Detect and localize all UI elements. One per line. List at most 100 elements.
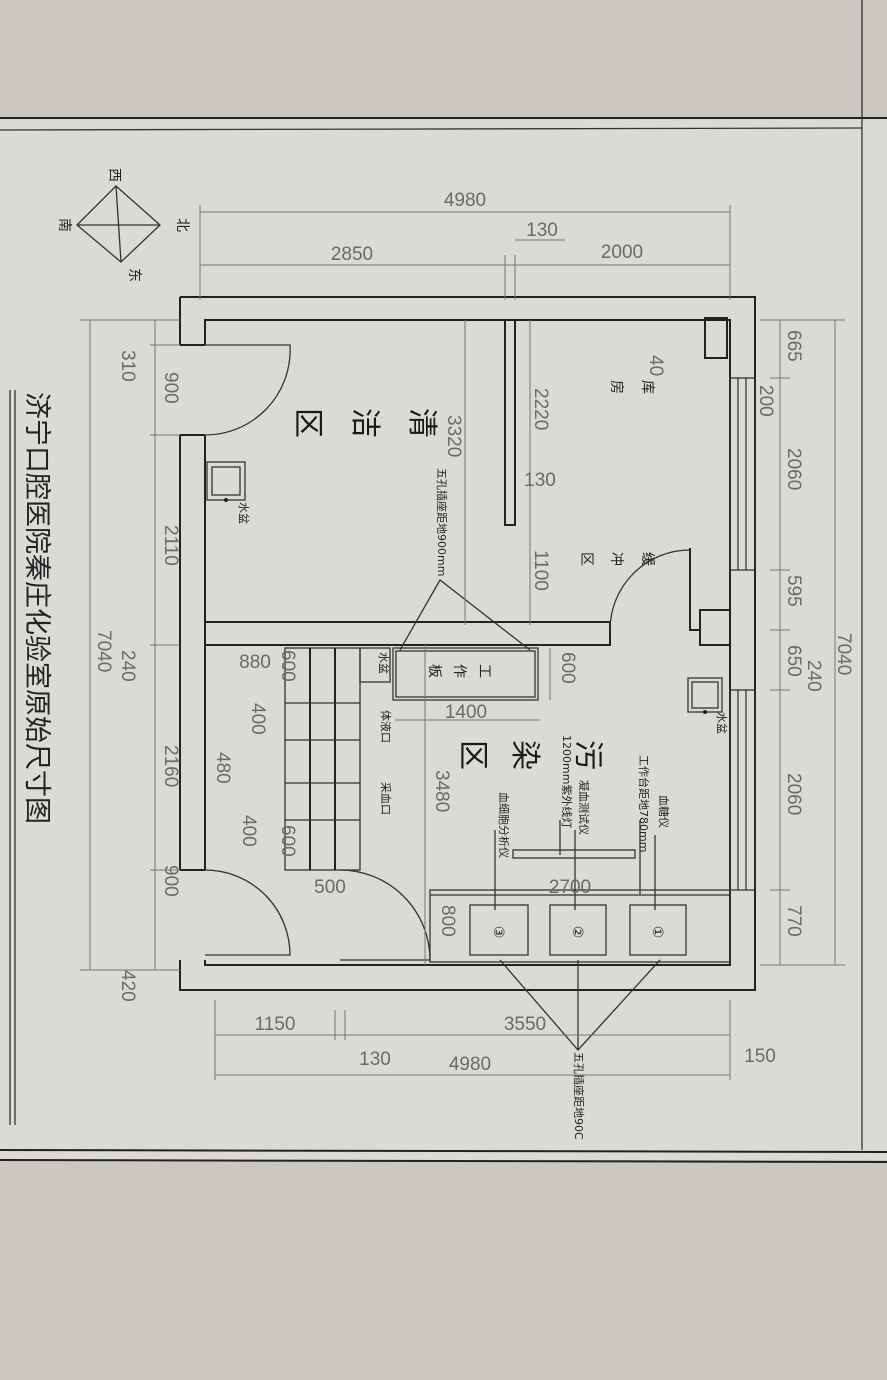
dimensions-bottom: 1150 3550 130 4980 150 [255, 1014, 776, 1075]
svg-text:缓: 缓 [639, 552, 655, 566]
dimensions-top: 4980 2850 130 2000 [331, 190, 643, 265]
svg-text:染: 染 [507, 740, 542, 770]
uv-lamp-label: 1200mm紫外线灯 [560, 735, 574, 828]
zone-buffer-label: 缓 冲 区 [578, 552, 655, 566]
svg-text:1100: 1100 [530, 550, 551, 591]
svg-text:2110: 2110 [160, 525, 181, 566]
walls [179, 296, 756, 991]
compass-east: 东 [126, 268, 142, 282]
device-1: ① [649, 926, 665, 939]
svg-text:7040: 7040 [833, 633, 854, 675]
svg-text:1400: 1400 [445, 702, 487, 723]
compass-south: 南 [56, 218, 72, 232]
svg-text:200: 200 [755, 385, 776, 417]
svg-text:400: 400 [238, 815, 259, 847]
svg-text:900: 900 [160, 372, 181, 404]
svg-text:665: 665 [783, 330, 804, 362]
device-3: ③ [490, 926, 506, 939]
svg-text:冲: 冲 [608, 552, 624, 566]
dimensions-right: 665 200 2060 595 240 650 7040 2060 770 [755, 330, 854, 937]
window-north [729, 377, 756, 571]
socket-note-900: 五孔插座距地900mm [435, 468, 449, 576]
svg-text:4980: 4980 [444, 190, 486, 211]
svg-text:600: 600 [277, 825, 298, 857]
svg-text:2060: 2060 [783, 448, 804, 490]
svg-text:480: 480 [212, 752, 233, 784]
door-clean-zone [204, 344, 291, 436]
svg-text:420: 420 [117, 970, 138, 1002]
frame-line [0, 1159, 887, 1163]
sink-clean-zone: 水盆 [206, 461, 251, 524]
svg-text:区: 区 [455, 740, 490, 770]
svg-text:2700: 2700 [549, 877, 591, 898]
body-fluid-port-label: 体液口 [379, 710, 393, 743]
title-block: 济宁口腔医院秦庄化验室原始尺寸图 [9, 390, 52, 1125]
blood-cell-analyzer-label: 血细胞分析仪 [497, 792, 511, 858]
svg-text:240: 240 [117, 650, 138, 682]
frame-line [0, 127, 863, 131]
svg-text:150: 150 [744, 1046, 776, 1067]
socket-note-bottom: 五孔插座距地90C [572, 1052, 586, 1140]
compass-west: 西 [106, 168, 122, 182]
svg-text:2220: 2220 [530, 388, 551, 430]
svg-text:清: 清 [404, 408, 439, 438]
coagulation-tester-label: 凝血测试仪 [577, 780, 591, 835]
svg-text:1150: 1150 [255, 1014, 296, 1035]
sink-dirty-zone: 水盆 [687, 677, 729, 734]
svg-text:650: 650 [783, 645, 804, 677]
window-south [729, 689, 756, 891]
svg-text:600: 600 [277, 650, 298, 682]
bench-height-label: 工作台距地780mm [637, 755, 651, 852]
dimension-lines [80, 205, 845, 1080]
svg-text:130: 130 [359, 1049, 391, 1070]
svg-text:水盆: 水盆 [237, 502, 251, 524]
svg-text:500: 500 [314, 877, 346, 898]
svg-text:800: 800 [437, 905, 458, 937]
svg-text:水盆: 水盆 [715, 712, 729, 734]
svg-text:区: 区 [578, 552, 594, 566]
svg-text:310: 310 [117, 350, 138, 382]
svg-text:污: 污 [570, 740, 605, 770]
door-buffer-zone [609, 549, 691, 631]
shelving-unit [284, 647, 361, 871]
dimensions-interior: 3320 2220 130 1100 40 600 1400 3480 2700… [212, 355, 666, 937]
svg-text:3480: 3480 [431, 770, 452, 812]
blood-collection-port-label: 采血口 [379, 782, 393, 815]
svg-text:900: 900 [160, 865, 181, 897]
svg-text:3550: 3550 [504, 1014, 546, 1035]
compass-north: 北 [174, 218, 190, 232]
dimensions-left: 310 900 2110 7040 240 2160 900 420 [93, 350, 181, 1002]
svg-text:600: 600 [557, 652, 578, 684]
svg-text:130: 130 [526, 220, 558, 241]
svg-text:工: 工 [476, 664, 492, 678]
svg-text:770: 770 [783, 905, 804, 937]
svg-text:7040: 7040 [93, 630, 114, 672]
svg-text:240: 240 [803, 660, 824, 692]
paper-sheet [0, 118, 887, 1160]
svg-text:板: 板 [426, 664, 442, 678]
svg-text:水盆: 水盆 [377, 652, 391, 674]
drawing-title: 济宁口腔医院秦庄化验室原始尺寸图 [21, 392, 52, 824]
door-pass [339, 869, 431, 961]
svg-text:库: 库 [639, 380, 655, 394]
device-2: ② [569, 926, 585, 939]
zone-storage-label: 库 房 [608, 380, 655, 394]
svg-text:房: 房 [608, 380, 624, 394]
sink-small: 水盆 [359, 647, 391, 683]
svg-text:2060: 2060 [783, 773, 804, 815]
compass-icon: 西 北 南 东 [56, 168, 190, 282]
work-board: 工 作 板 [392, 647, 539, 701]
frame-line [0, 1149, 887, 1153]
glucose-meter-label: 血糖仪 [657, 795, 671, 828]
uv-lamp [512, 849, 636, 859]
svg-text:595: 595 [783, 575, 804, 607]
svg-text:作: 作 [451, 664, 467, 678]
svg-text:区: 区 [290, 408, 325, 438]
svg-text:3320: 3320 [443, 415, 464, 457]
svg-text:880: 880 [239, 652, 271, 673]
zone-clean-label: 清 洁 区 [290, 408, 439, 438]
door-dirty-zone [204, 869, 291, 956]
svg-text:130: 130 [524, 470, 556, 491]
svg-text:洁: 洁 [347, 408, 382, 438]
